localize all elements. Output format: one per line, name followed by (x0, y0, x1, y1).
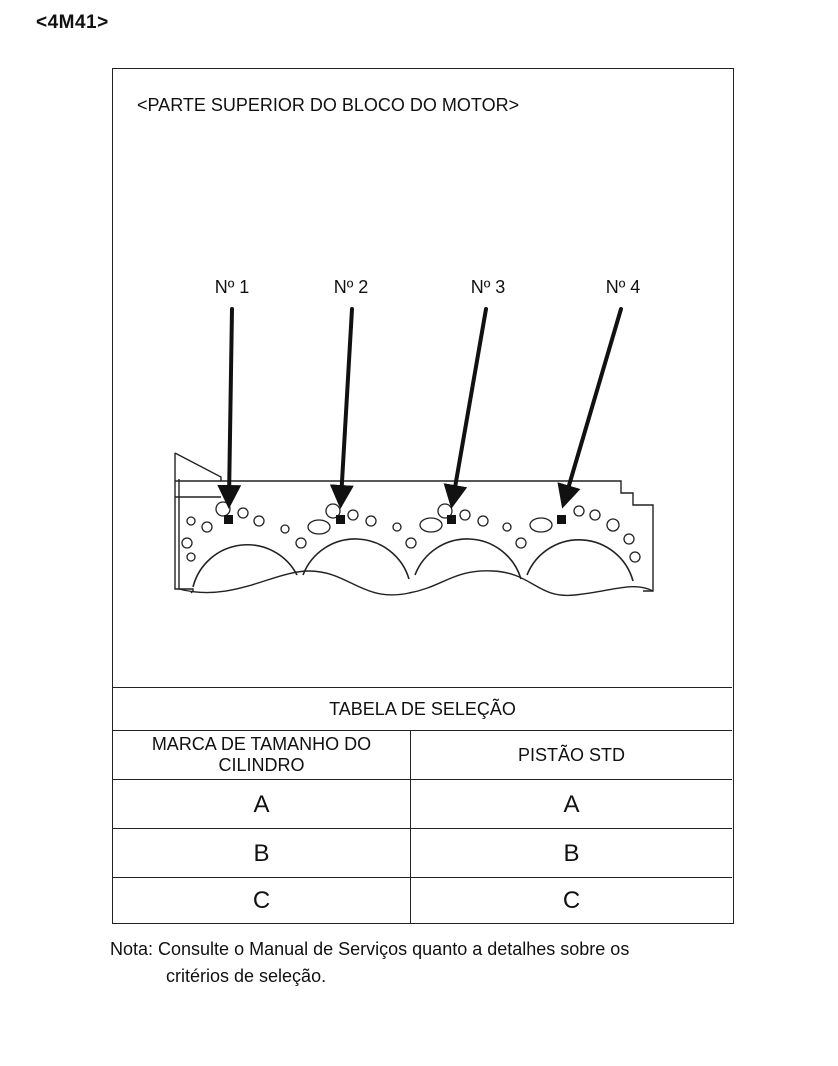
cell-piston: C (562, 887, 581, 914)
selection-table-title: TABELA DE SELEÇÃO (113, 687, 732, 730)
footnote-line-1: Nota: Consulte o Manual de Serviços quan… (110, 939, 630, 959)
table-row: A A (113, 779, 732, 828)
size-mark-squares (224, 515, 566, 524)
cell-piston: B (563, 839, 580, 867)
cylinder-label-2: Nº 2 (333, 277, 369, 297)
page-code: <4M41> (36, 12, 109, 33)
cell-mark: B (113, 829, 411, 877)
selection-figure-frame: <PARTE SUPERIOR DO BLOCO DO MOTOR> Nº 1 … (112, 68, 734, 924)
block-outline (174, 452, 654, 597)
figure-caption: <PARTE SUPERIOR DO BLOCO DO MOTOR> (137, 95, 520, 115)
header-cylinder-size-mark: MARCA DE TAMANHO DO CILINDRO (113, 731, 411, 779)
cell-mark: A (113, 780, 411, 828)
block-holes (181, 501, 641, 563)
cylinder-bores (192, 538, 634, 588)
footnote-line-2: critérios de seleção. (166, 966, 327, 986)
cylinder-label-4: Nº 4 (605, 277, 641, 297)
cylinder-label-1: Nº 1 (214, 277, 250, 297)
leader-arrows (217, 307, 623, 509)
engine-block-figure: <PARTE SUPERIOR DO BLOCO DO MOTOR> Nº 1 … (113, 69, 732, 687)
cell-mark: C (113, 878, 411, 923)
header-std-piston: PISTÃO STD (517, 744, 625, 765)
footnote: Nota: Consulte o Manual de Serviços quan… (110, 936, 750, 990)
table-row: B B (113, 828, 732, 877)
engine-block-drawing (174, 307, 654, 597)
cell-piston: A (563, 790, 580, 818)
table-header-row: MARCA DE TAMANHO DO CILINDRO PISTÃO STD (113, 730, 732, 779)
cylinder-label-3: Nº 3 (470, 277, 506, 297)
table-row: C C (113, 877, 732, 923)
